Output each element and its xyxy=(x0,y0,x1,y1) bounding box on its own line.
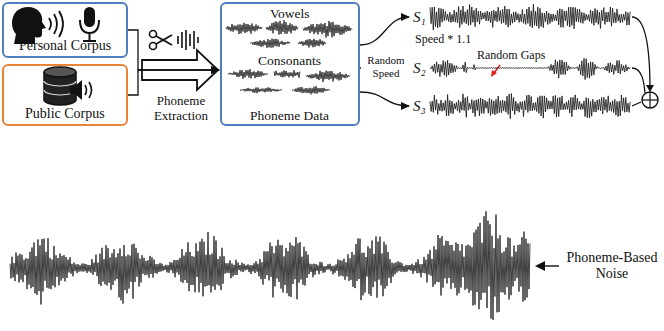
signal-name: S₃ xyxy=(413,98,426,115)
phoneme-waveform xyxy=(226,23,262,34)
sum-symbol xyxy=(642,92,658,108)
box-label: Public Corpus xyxy=(25,106,105,122)
phoneme-waveform xyxy=(303,21,352,38)
edge-label: Phoneme Extraction xyxy=(142,94,220,124)
waveform xyxy=(430,94,630,119)
noise-label: Phoneme-Based Noise xyxy=(562,250,662,282)
connector xyxy=(360,92,409,106)
annotation: Random Gaps xyxy=(476,49,546,63)
waveform xyxy=(430,4,630,30)
phoneme-waveform xyxy=(292,86,330,94)
connector xyxy=(360,17,409,45)
noise-arrow-head xyxy=(535,261,545,271)
cut-bars-icon xyxy=(178,30,198,50)
phoneme-waveform xyxy=(228,69,268,79)
merge-line xyxy=(632,17,650,90)
box-label: Personal Corpus xyxy=(19,38,111,54)
corpus-box: Personal Corpus xyxy=(2,2,128,58)
phoneme-data-box: VowelsConsonantsPhoneme Data xyxy=(220,2,360,126)
phoneme-waveform xyxy=(266,20,298,34)
corpus-box: Public Corpus xyxy=(2,64,128,126)
signal-name: S₂ xyxy=(413,60,426,77)
group-heading: Vowels xyxy=(270,6,310,22)
edge-label: Random Speed xyxy=(361,54,411,79)
group-heading: Consonants xyxy=(258,53,321,69)
edge-label: Speed * 1.1 xyxy=(414,33,472,47)
merge-line xyxy=(632,68,645,93)
box-label: Phoneme Data xyxy=(250,108,329,124)
signal-name: S₁ xyxy=(413,9,426,26)
microphone-icon xyxy=(80,7,99,41)
phoneme-waveform xyxy=(240,87,282,93)
speech-signal: S₁ xyxy=(410,2,632,32)
noise-waveform xyxy=(10,211,530,320)
arrowhead xyxy=(646,85,654,92)
scissors-icon xyxy=(150,31,173,50)
merge-line xyxy=(632,102,641,106)
phoneme-waveform xyxy=(298,39,326,48)
phoneme-waveform xyxy=(250,39,290,48)
connector xyxy=(128,30,219,70)
speech-signal: S₃ xyxy=(410,90,632,122)
connector xyxy=(128,70,219,95)
gap-pointer-head xyxy=(491,70,497,77)
phoneme-waveform xyxy=(274,70,300,78)
loudspeaker-icon xyxy=(70,80,92,100)
noise-arrow xyxy=(543,265,559,266)
phoneme-waveform xyxy=(306,71,350,82)
